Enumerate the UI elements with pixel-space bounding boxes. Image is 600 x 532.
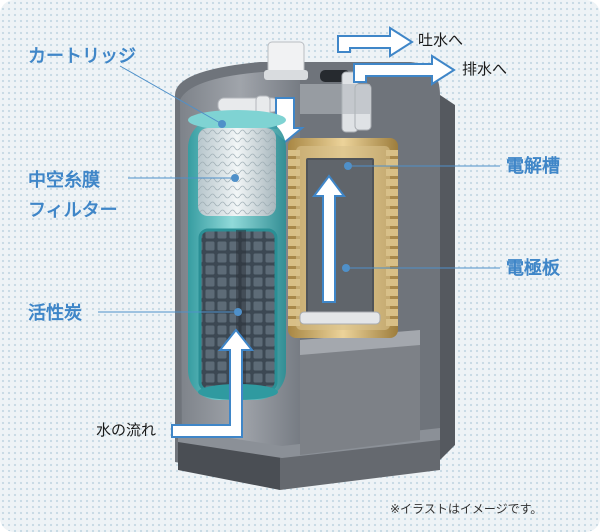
label-electrolytic-cell: 電解槽 xyxy=(506,156,560,177)
label-electrode-plate: 電極板 xyxy=(506,258,560,279)
flow-arrow-carbon xyxy=(171,328,255,438)
label-cartridge: カートリッジ xyxy=(28,46,136,67)
outlet-arrow-drain xyxy=(353,54,456,86)
label-outlet-water: 吐水へ xyxy=(418,31,464,49)
label-outlet-drain: 排水へ xyxy=(462,60,508,78)
cartridge xyxy=(188,110,286,400)
leader-dots xyxy=(218,120,352,316)
leader-lines xyxy=(98,65,500,313)
electrolytic-cell xyxy=(288,138,398,338)
flow-arrow-cell xyxy=(312,174,346,303)
label-water-flow: 水の流れ xyxy=(96,421,157,439)
outlet-arrow-spout xyxy=(337,26,414,58)
label-hollow-fiber-line1: 中空糸膜 xyxy=(28,170,100,191)
label-hollow-fiber-line2: フィルター xyxy=(28,200,118,221)
image-note: ※イラストはイメージです。 xyxy=(390,502,543,516)
top-fittings xyxy=(217,41,372,133)
label-activated-carbon: 活性炭 xyxy=(28,303,82,324)
